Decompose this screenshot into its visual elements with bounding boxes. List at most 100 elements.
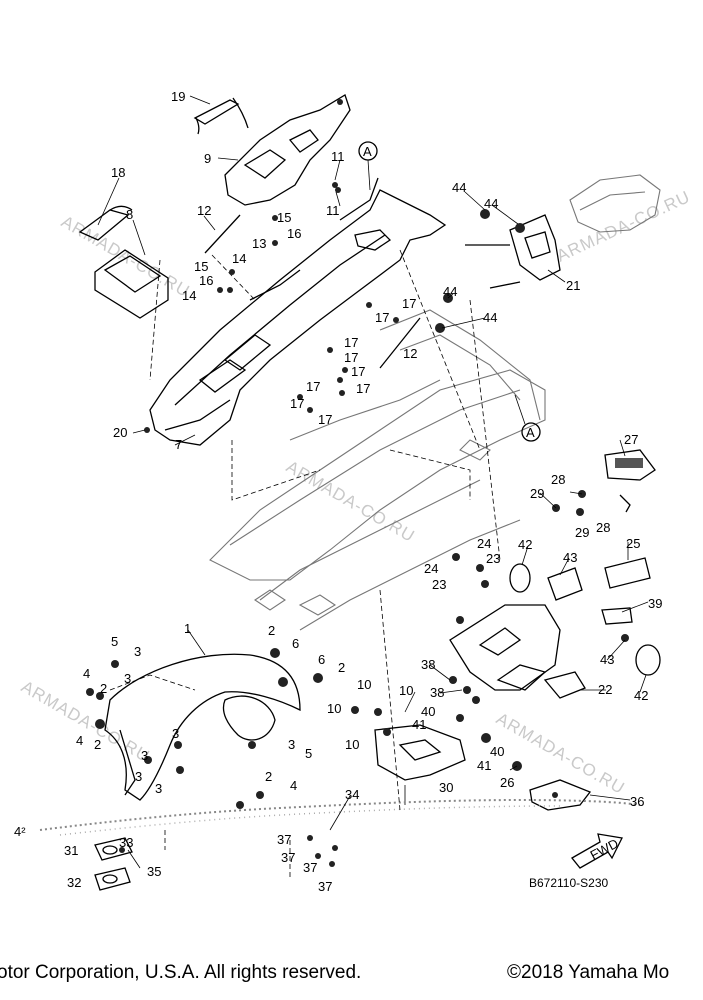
- callout-13: 13: [252, 236, 266, 251]
- callout-34: 34: [345, 787, 359, 802]
- callout-12-mid: 12: [403, 346, 417, 361]
- callout-2-c: 2: [100, 681, 107, 696]
- callout-37-c: 37: [303, 860, 317, 875]
- frame-drawing: [209, 309, 546, 631]
- marker-a-bottom-label: A: [526, 425, 535, 440]
- callout-44-a: 44: [452, 180, 466, 195]
- tail-light-part: [604, 449, 656, 513]
- marker-a-top-label: A: [363, 144, 372, 159]
- callout-3-e: 3: [135, 769, 142, 784]
- callout-37-b: 37: [281, 850, 295, 865]
- stray-mark: 4²: [14, 824, 26, 839]
- callout-12-top: 12: [197, 203, 211, 218]
- callout-5-a: 5: [111, 634, 118, 649]
- callout-17-g: 17: [356, 381, 370, 396]
- callout-24-b: 24: [424, 561, 438, 576]
- callout-33: 33: [119, 835, 133, 850]
- callout-14-a: 14: [232, 251, 246, 266]
- callout-3-c: 3: [172, 726, 179, 741]
- callout-2-b: 2: [338, 660, 345, 675]
- callout-17-b: 17: [375, 310, 389, 325]
- callout-17-c: 17: [344, 335, 358, 350]
- watermark-2: ARMADA-CO.RU: [554, 187, 694, 266]
- callout-26: 26: [500, 775, 514, 790]
- callout-2-e: 2: [265, 769, 272, 784]
- callout-37-d: 37: [318, 879, 332, 894]
- callout-17-a: 17: [402, 296, 416, 311]
- callout-2-d: 2: [94, 737, 101, 752]
- callout-3-b: 3: [124, 671, 131, 686]
- callout-10-b: 10: [399, 683, 413, 698]
- callout-42-a: 42: [518, 537, 532, 552]
- callout-6-b: 6: [318, 652, 325, 667]
- callout-27: 27: [624, 432, 638, 447]
- callout-44-d: 44: [483, 310, 497, 325]
- ground-band: [39, 798, 641, 836]
- callout-9: 9: [204, 151, 211, 166]
- callout-17-e: 17: [351, 364, 365, 379]
- callout-11-b: 11: [326, 203, 340, 218]
- callout-15-b: 15: [194, 259, 208, 274]
- callout-29-b: 29: [575, 525, 589, 540]
- bracket-21-part: [465, 174, 661, 289]
- callout-35: 35: [147, 864, 161, 879]
- callout-23-b: 23: [432, 577, 446, 592]
- callout-19: 19: [171, 89, 185, 104]
- callout-2-a: 2: [268, 623, 275, 638]
- seat-bracket-part: [193, 94, 351, 206]
- fwd-arrow-icon: FWD: [571, 833, 623, 869]
- license-bracket-part: [449, 567, 633, 699]
- callout-38-b: 38: [430, 685, 444, 700]
- callout-labels: 19 9 18 8 12 11 11 15 16 13 14 15 16 14 …: [14, 89, 662, 894]
- callout-22: 22: [598, 682, 612, 697]
- callout-43-a: 43: [563, 550, 577, 565]
- drawing-code: B672110-S230: [529, 876, 609, 890]
- callout-10-a: 10: [357, 677, 371, 692]
- callout-17-i: 17: [318, 412, 332, 427]
- fwd-label: FWD: [588, 836, 621, 863]
- rear-fender-part: [149, 177, 447, 446]
- license-plate-part: [604, 557, 651, 589]
- callout-8: 8: [126, 207, 133, 222]
- watermark-1: ARMADA-CO.RU: [58, 212, 193, 301]
- front-fender-part: [104, 653, 301, 801]
- callout-41-a: 41: [412, 717, 426, 732]
- callout-14-b: 14: [182, 288, 196, 303]
- callout-37-a: 37: [277, 832, 291, 847]
- callout-40-b: 40: [490, 744, 504, 759]
- callout-24-a: 24: [477, 536, 491, 551]
- callout-29-a: 29: [530, 486, 544, 501]
- watermark-4: ARMADA-CO.RU: [18, 677, 153, 766]
- callout-4-b: 4: [76, 733, 83, 748]
- callout-6-a: 6: [292, 636, 299, 651]
- callout-31: 31: [64, 843, 78, 858]
- callout-32: 32: [67, 875, 81, 890]
- bracket-8-part: [78, 205, 169, 319]
- callout-17-d: 17: [344, 350, 358, 365]
- callout-44-b: 44: [484, 196, 498, 211]
- callout-44-c: 44: [443, 284, 457, 299]
- lower-left-plates: [94, 837, 133, 891]
- callout-25: 25: [626, 536, 640, 551]
- callout-17-f: 17: [306, 379, 320, 394]
- callout-4-c: 4: [290, 778, 297, 793]
- callout-39: 39: [648, 596, 662, 611]
- callout-16-b: 16: [199, 273, 213, 288]
- fasteners: [86, 182, 629, 867]
- callout-40-a: 40: [421, 704, 435, 719]
- callout-16-a: 16: [287, 226, 301, 241]
- callout-21: 21: [566, 278, 580, 293]
- callout-3-f: 3: [155, 781, 162, 796]
- callout-7: 7: [175, 437, 182, 452]
- callout-10-d: 10: [345, 737, 359, 752]
- callout-3-d: 3: [141, 748, 148, 763]
- callout-3-a: 3: [134, 644, 141, 659]
- callout-30: 30: [439, 780, 453, 795]
- callout-3-g: 3: [288, 737, 295, 752]
- callout-41-b: 41: [477, 758, 491, 773]
- callout-28-b: 28: [596, 520, 610, 535]
- lower-bracket-36: [529, 779, 592, 811]
- callout-17-h: 17: [290, 396, 304, 411]
- reflectors: [509, 563, 661, 676]
